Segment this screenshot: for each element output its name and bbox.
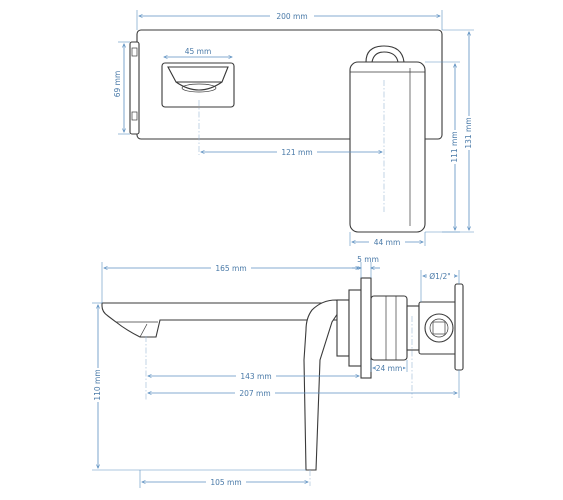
dim-total-height: 131 mm bbox=[464, 117, 473, 148]
side-view: 165 mm 5 mm Ø1/2" 24 mm 143 mm 207 mm 11 bbox=[92, 255, 464, 488]
dim-reach: 165 mm bbox=[215, 264, 246, 273]
dim-plate-thickness: 5 mm bbox=[357, 255, 379, 264]
wall-plate-side bbox=[360, 277, 372, 379]
dim-spout-width: 45 mm bbox=[185, 47, 212, 56]
lever-side bbox=[303, 299, 345, 471]
dim-handle-width: 44 mm bbox=[374, 238, 401, 247]
spout-outlet bbox=[161, 62, 235, 108]
dim-body: 24 mm bbox=[376, 364, 403, 373]
valve-body bbox=[336, 299, 350, 357]
dim-spout-depth: 143 mm bbox=[240, 372, 271, 381]
inlet-connector bbox=[406, 283, 464, 371]
left-bracket bbox=[129, 41, 140, 135]
dim-thread: Ø1/2" bbox=[429, 272, 450, 281]
dim-handle-depth: 105 mm bbox=[210, 478, 241, 487]
front-view: 200 mm 45 mm 69 mm 121 mm 44 mm 111 mm 1… bbox=[111, 10, 474, 247]
dim-spacing: 121 mm bbox=[281, 148, 312, 157]
dim-total-depth: 207 mm bbox=[239, 389, 270, 398]
spout-side bbox=[101, 302, 339, 338]
handle-front bbox=[349, 45, 426, 233]
dim-width: 200 mm bbox=[276, 12, 307, 21]
dim-plate-height: 69 mm bbox=[113, 71, 122, 98]
dim-handle-height: 111 mm bbox=[450, 131, 459, 162]
dim-height: 110 mm bbox=[93, 369, 102, 400]
